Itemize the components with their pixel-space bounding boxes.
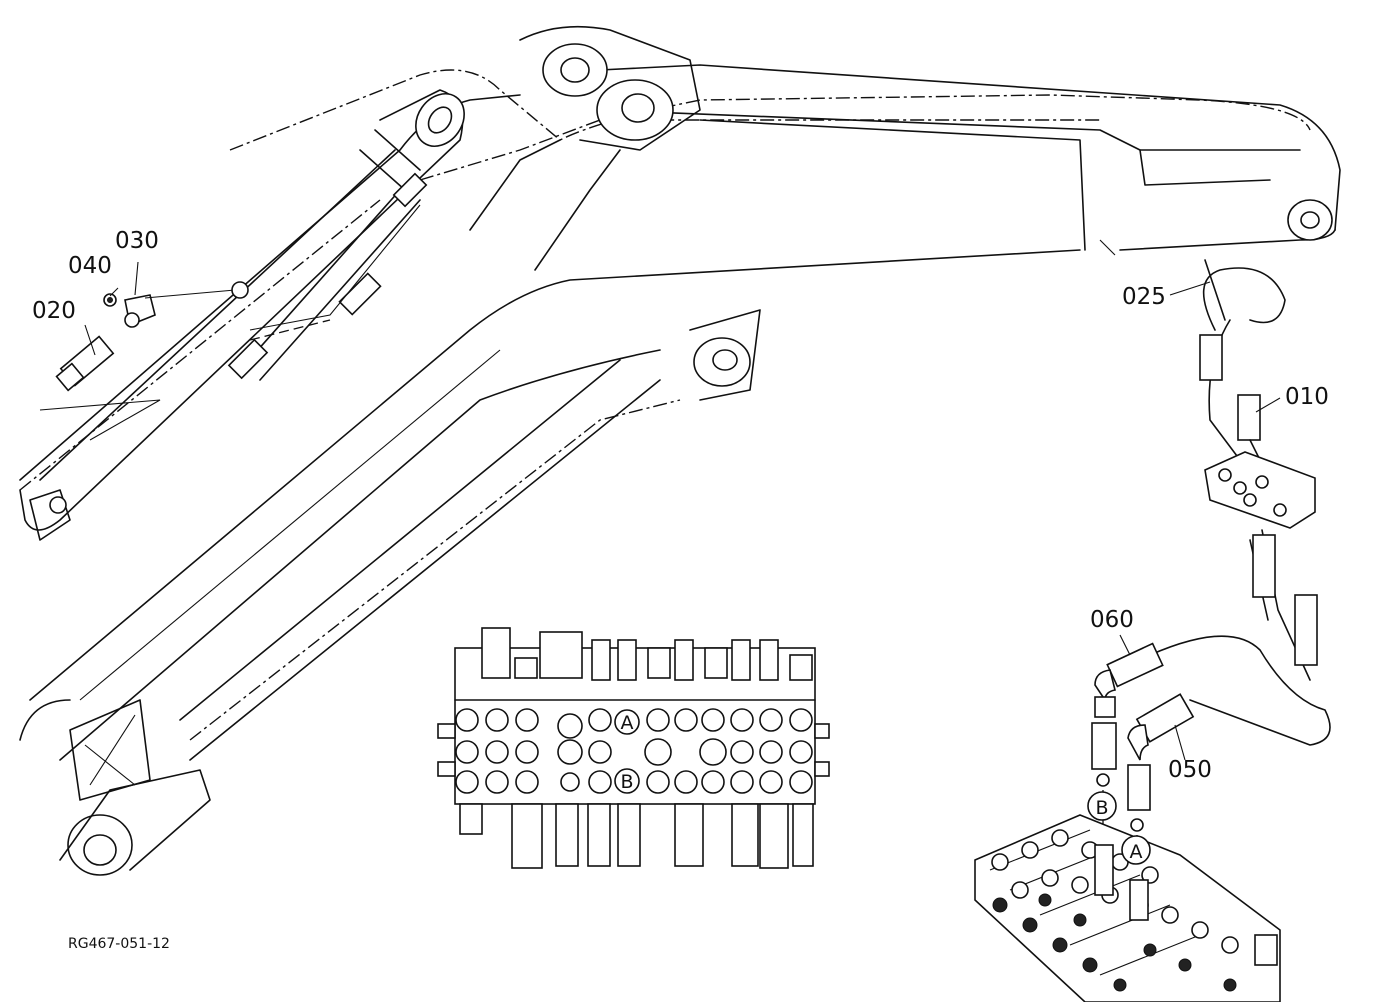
boom-cylinder bbox=[19, 89, 465, 541]
callout-030[interactable]: 030 bbox=[115, 228, 159, 254]
port-a-label-front: A bbox=[621, 712, 634, 734]
callout-040[interactable]: 040 bbox=[68, 253, 112, 279]
port-b-marker-iso bbox=[1087, 791, 1117, 821]
port-b-marker-front bbox=[614, 768, 640, 794]
control-valve-iso bbox=[974, 814, 1281, 1002]
callout-010[interactable]: 010 bbox=[1285, 384, 1329, 410]
callout-020[interactable]: 020 bbox=[32, 298, 76, 324]
control-valve-front bbox=[437, 627, 830, 869]
port-a-label-iso: A bbox=[1130, 841, 1143, 863]
port-a-marker-iso bbox=[1121, 835, 1151, 865]
hose-routing bbox=[1091, 259, 1331, 880]
boom-arm bbox=[19, 25, 1341, 876]
callout-050[interactable]: 050 bbox=[1168, 757, 1212, 783]
callout-060[interactable]: 060 bbox=[1090, 607, 1134, 633]
clamp-assembly bbox=[39, 281, 249, 441]
drawing-code: RG467-051-12 bbox=[68, 936, 170, 952]
port-b-label-iso: B bbox=[1095, 797, 1108, 819]
port-b-label-front: B bbox=[620, 771, 633, 793]
port-a-marker-front bbox=[614, 709, 640, 735]
callout-025[interactable]: 025 bbox=[1122, 284, 1166, 310]
